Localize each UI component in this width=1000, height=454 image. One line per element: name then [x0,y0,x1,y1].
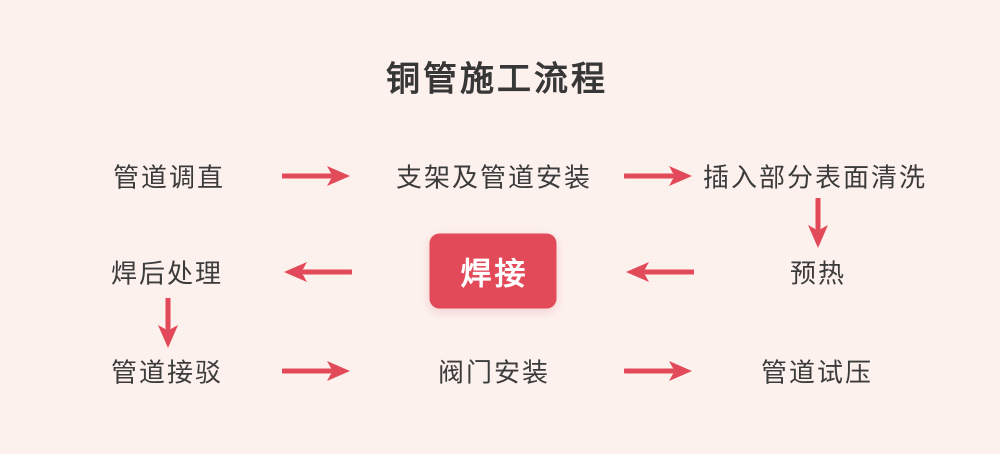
arrow-left-icon [626,262,694,282]
step-valve-installation: 阀门安装 [437,357,551,388]
page-title: 铜管施工流程 [386,60,608,99]
arrow-right-icon [624,166,692,186]
arrow-right-icon [282,361,350,381]
step-pipe-straightening: 管道调直 [112,162,226,193]
step-pipe-pressure-test: 管道试压 [760,357,874,388]
arrow-down-icon [158,298,178,348]
arrow-left-icon [284,262,352,282]
arrow-right-icon [624,361,692,381]
step-post-weld-treatment: 焊后处理 [110,258,224,289]
arrow-down-icon [808,198,828,248]
step-insert-surface-cleaning: 插入部分表面清洗 [702,162,928,193]
arrow-right-icon [282,166,350,186]
step-bracket-and-pipe-install: 支架及管道安装 [395,162,593,193]
step-pipe-connection: 管道接驳 [110,357,224,388]
step-preheat: 预热 [789,258,847,289]
step-welding: 焊接 [429,233,557,309]
